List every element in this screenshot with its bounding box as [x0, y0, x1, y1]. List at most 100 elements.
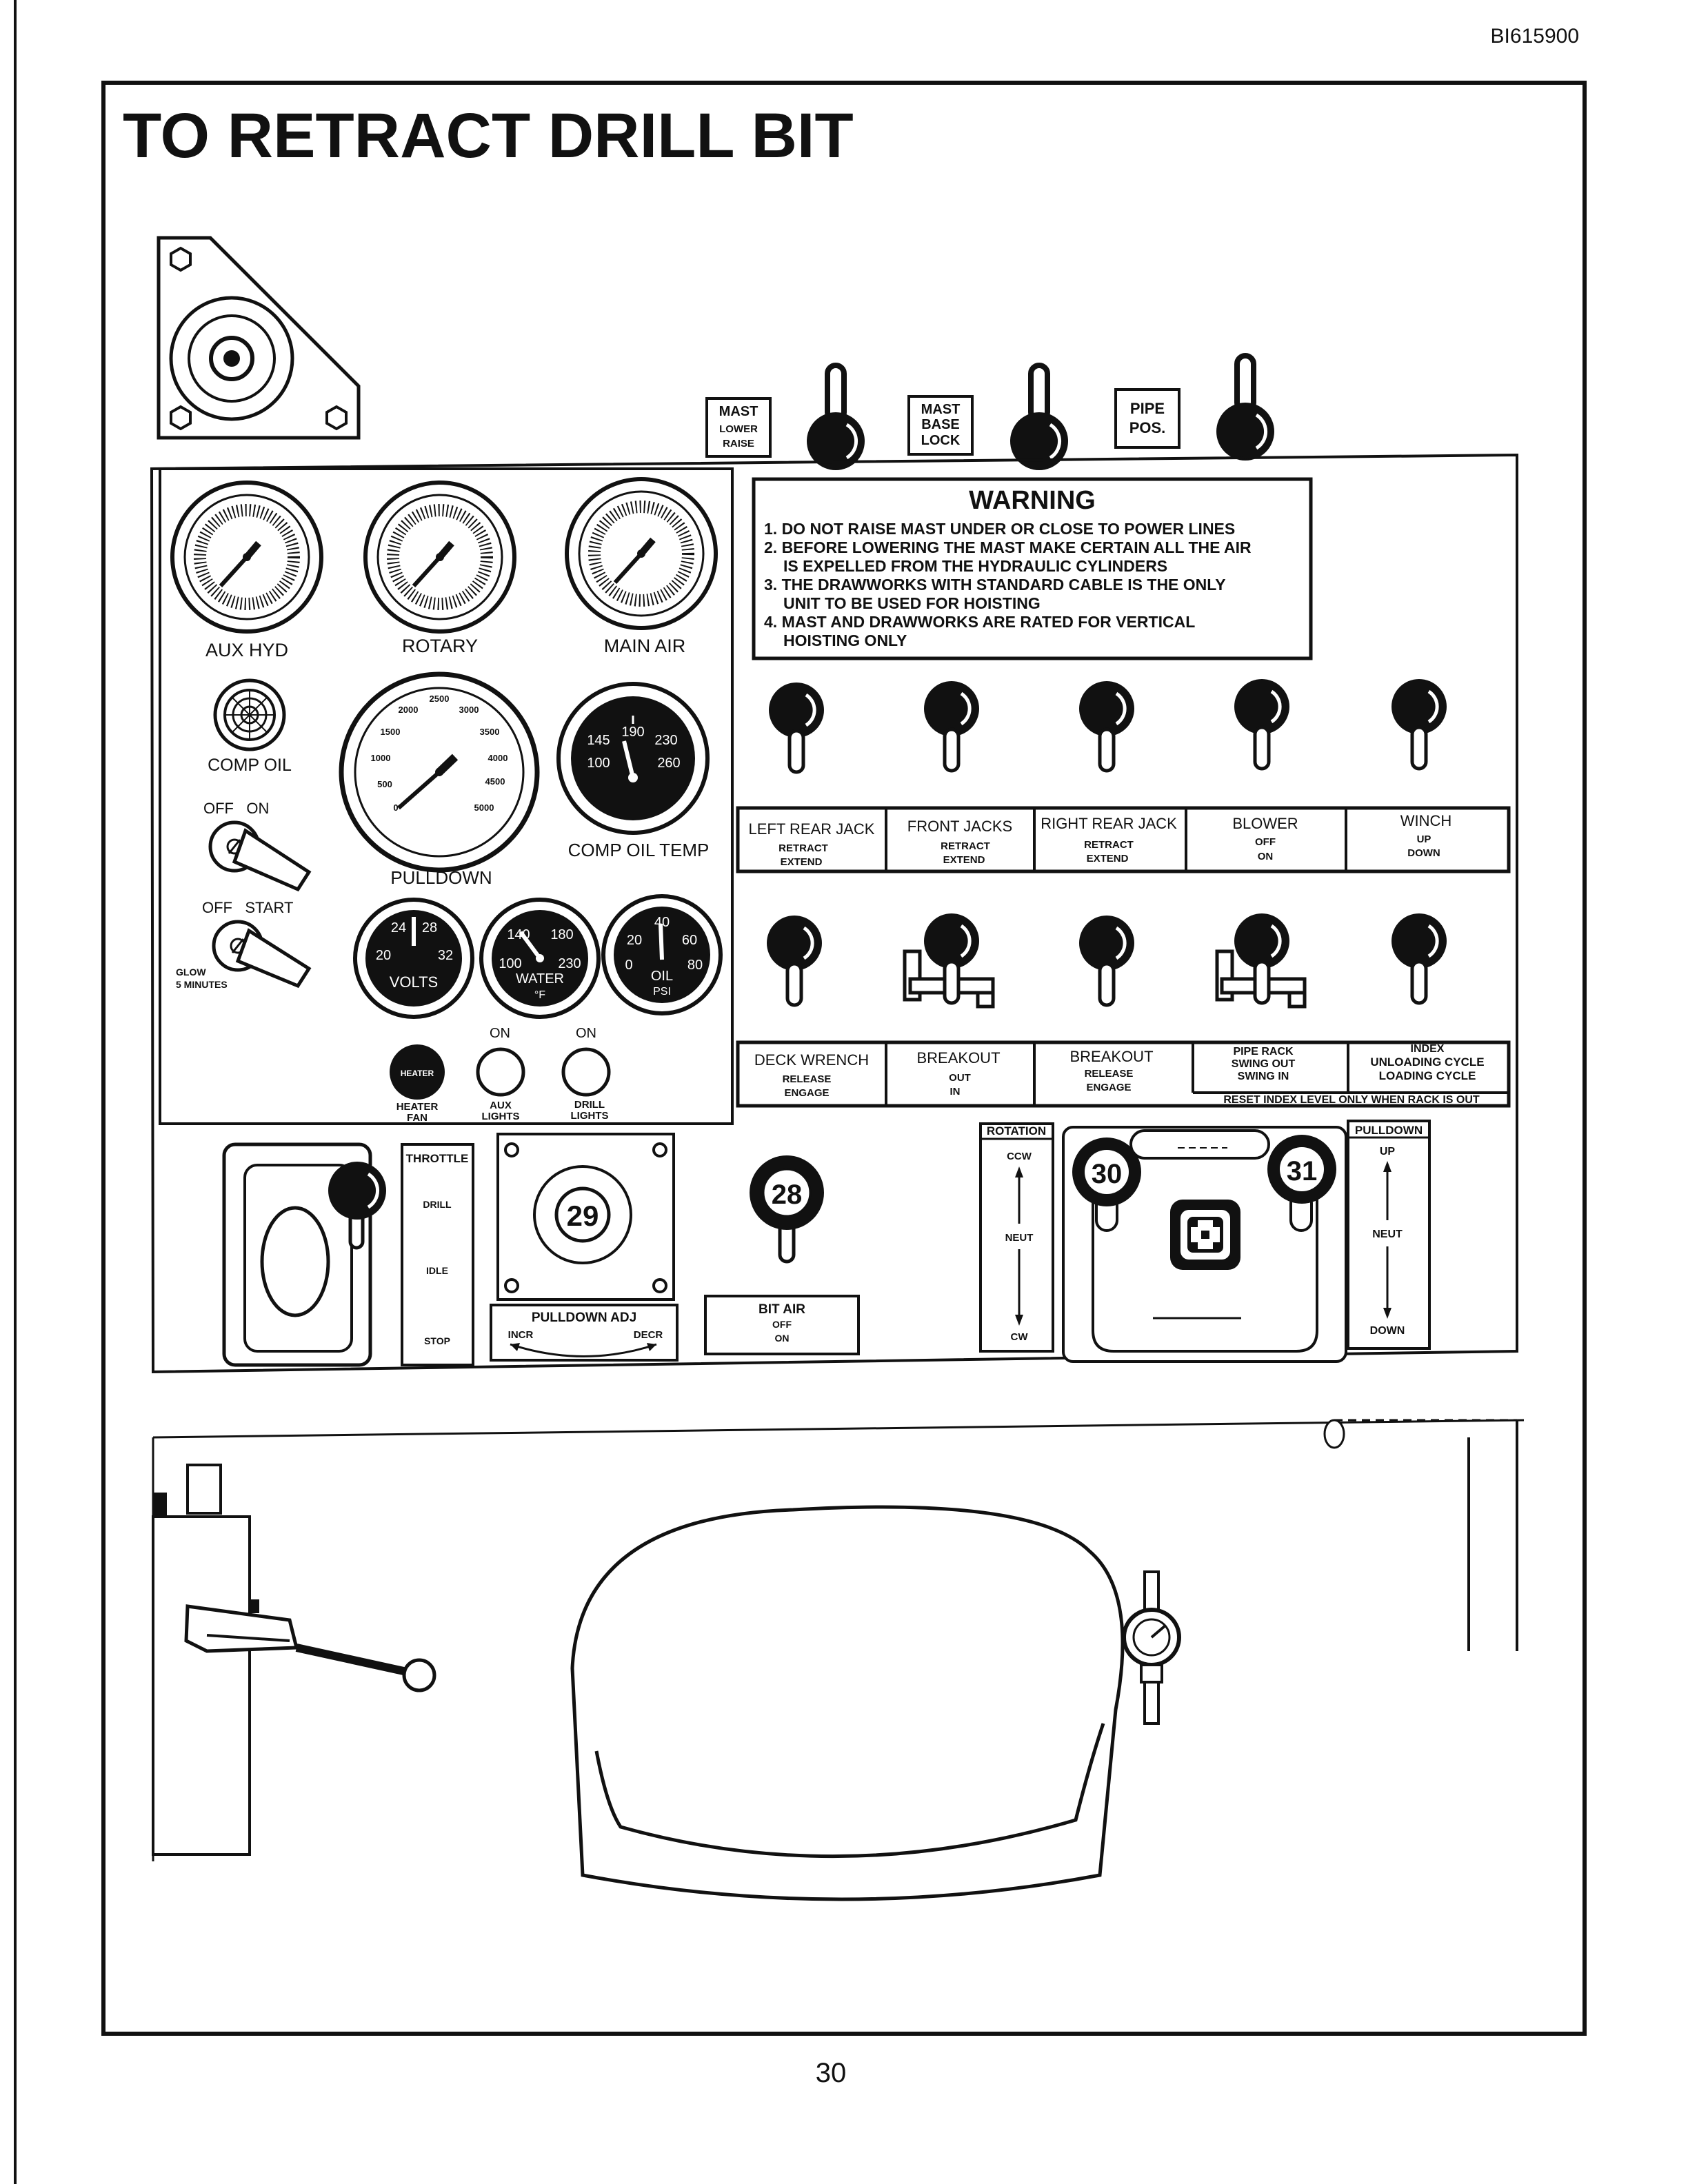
mast-raise-lever[interactable]: [807, 365, 865, 470]
callout-31: 31: [1287, 1156, 1318, 1186]
reset-index-note: RESET INDEX LEVEL ONLY WHEN RACK IS OUT: [1223, 1094, 1480, 1106]
breakout-out-title: BREAKOUT: [916, 1049, 1000, 1066]
comp-oil-sight-glass: [213, 678, 286, 751]
blower-lever[interactable]: [1234, 679, 1289, 769]
heater-fan-label-2: FAN: [407, 1112, 428, 1124]
inline-valve-fitting: [1122, 1570, 1181, 1725]
pipe-pos-label: PIPE: [1130, 400, 1165, 417]
heater-fan-button[interactable]: [390, 1044, 445, 1100]
pulldown-lever-title: PULLDOWN: [1355, 1124, 1423, 1137]
mast-lock-label-box: [907, 395, 974, 456]
operator-seat: [570, 1505, 1125, 1901]
left-rear-jack-title: LEFT REAR JACK: [749, 820, 875, 838]
pipe-pos-label-box: [1114, 388, 1180, 449]
comp-oil-temp-tick: 100: [587, 756, 610, 771]
volts-tick: 24: [391, 920, 406, 936]
index-sub2: LOADING CYCLE: [1379, 1069, 1476, 1082]
winch-title: WINCH: [1400, 812, 1452, 829]
warning-placard: [752, 477, 1313, 660]
pulldown-tick: 3500: [480, 727, 500, 737]
rotation-cw: CW: [1011, 1331, 1029, 1343]
lever-row2-labels: [736, 1040, 1511, 1108]
warning-title: WARNING: [969, 486, 1096, 515]
water-tick: 140: [507, 927, 530, 942]
bit-air-plate: [704, 1295, 860, 1355]
left-rear-jack-sub1: RETRACT: [778, 842, 828, 854]
rotation-neut: NEUT: [1005, 1232, 1034, 1244]
rotary-gauge: [363, 481, 516, 634]
warning-line: IS EXPELLED FROM THE HYDRAULIC CYLINDERS: [783, 557, 1167, 575]
start-switch[interactable]: [212, 920, 312, 989]
throttle-drill: DRILL: [423, 1199, 452, 1210]
callout-28: 28: [772, 1180, 803, 1210]
oil-tick: 40: [654, 915, 670, 930]
pulldown-label: PULLDOWN: [390, 867, 492, 888]
breakout-release-sub2: ENGAGE: [1086, 1082, 1131, 1093]
pipe-rack-lever[interactable]: [1215, 913, 1307, 1009]
index-title: INDEX: [1411, 1043, 1445, 1055]
breakout-out-lever[interactable]: [903, 913, 995, 1009]
pulldown-adj-label-box: [490, 1304, 679, 1362]
aux-hyd-label: AUX HYD: [205, 640, 288, 660]
comp-oil-temp-gauge: [556, 682, 710, 835]
side-lever[interactable]: [184, 1604, 436, 1692]
rotary-label: ROTARY: [402, 636, 478, 656]
index-lever[interactable]: [1391, 913, 1447, 1003]
pulldown-tick: 2000: [399, 705, 419, 715]
pipe-rack-sub2: SWING IN: [1238, 1071, 1289, 1082]
breakout-release-lever[interactable]: [1079, 916, 1134, 1005]
warning-line: 1. DO NOT RAISE MAST UNDER OR CLOSE TO P…: [764, 520, 1235, 538]
aux-lights-button[interactable]: [476, 1047, 525, 1097]
winch-lever[interactable]: [1391, 679, 1447, 769]
pipe-pos-lever[interactable]: [1216, 356, 1274, 461]
mast-lock-label: MAST: [921, 402, 961, 417]
index-sub1: UNLOADING CYCLE: [1370, 1055, 1484, 1069]
pulldown-tick: 4500: [485, 776, 505, 787]
comp-oil-temp-ticks: 145 190 230 100 260: [587, 725, 680, 771]
oil-unit: PSI: [653, 986, 671, 998]
comp-oil-temp-tick: 145: [587, 733, 610, 748]
pulldown-tick: 4000: [488, 753, 508, 763]
callout-30: 30: [1092, 1159, 1123, 1189]
mast-lock-sub2: LOCK: [921, 433, 961, 448]
mast-lock-lever[interactable]: [1010, 365, 1068, 470]
deck-wrench-title: DECK WRENCH: [754, 1051, 869, 1069]
breakout-out-sub2: IN: [950, 1086, 961, 1098]
aux-lights-label-2: LIGHTS: [482, 1111, 520, 1122]
front-jacks-sub2: EXTEND: [943, 854, 985, 866]
volts-label: VOLTS: [390, 973, 439, 991]
volts-ticks: 24 28 20 32: [376, 920, 453, 963]
mast-raise-label: MAST: [719, 404, 758, 419]
aux-lights-on-label: ON: [490, 1026, 510, 1041]
aux-lights-label: AUX: [490, 1100, 512, 1111]
mast-raise-label-box: [705, 397, 772, 458]
pulldown-adj-decr: DECR: [634, 1329, 663, 1341]
comp-oil-temp-label: COMP OIL TEMP: [568, 840, 710, 860]
deck-wrench-lever[interactable]: [767, 916, 822, 1005]
rotation-ccw: CCW: [1007, 1151, 1032, 1162]
joystick-gate: [1170, 1200, 1240, 1270]
off-on-switch[interactable]: [208, 820, 312, 892]
warning-line: UNIT TO BE USED FOR HOISTING: [783, 594, 1041, 612]
right-rear-jack-lever[interactable]: [1079, 681, 1134, 771]
drill-lights-label: DRILL: [574, 1099, 605, 1111]
front-jacks-lever[interactable]: [924, 681, 979, 771]
pulldown-tick: 3000: [459, 705, 479, 715]
left-rear-jack-lever[interactable]: [769, 682, 824, 772]
warning-line: 3. THE DRAWWORKS WITH STANDARD CABLE IS …: [764, 576, 1226, 594]
breakout-release-sub1: RELEASE: [1085, 1068, 1134, 1080]
blower-title: BLOWER: [1232, 815, 1298, 832]
breakout-release-title: BREAKOUT: [1069, 1048, 1153, 1065]
pulldown-lever-neut: NEUT: [1372, 1228, 1403, 1240]
warning-line: 2. BEFORE LOWERING THE MAST MAKE CERTAIN…: [764, 538, 1252, 556]
comp-oil-label: COMP OIL: [208, 756, 292, 775]
heater-button-label: HEATER: [401, 1069, 434, 1078]
pulldown-tick: 5000: [474, 802, 494, 813]
water-tick: 180: [550, 927, 573, 942]
pipe-pos-sub: POS.: [1129, 419, 1166, 436]
right-rear-jack-sub1: RETRACT: [1084, 839, 1134, 851]
water-unit: °F: [534, 989, 545, 1001]
throttle-title: THROTTLE: [406, 1152, 469, 1165]
drill-lights-button[interactable]: [561, 1047, 611, 1097]
top-lever-group: MAST LOWER RAISE MAST BASE LOCK PIPE POS…: [705, 356, 1274, 470]
